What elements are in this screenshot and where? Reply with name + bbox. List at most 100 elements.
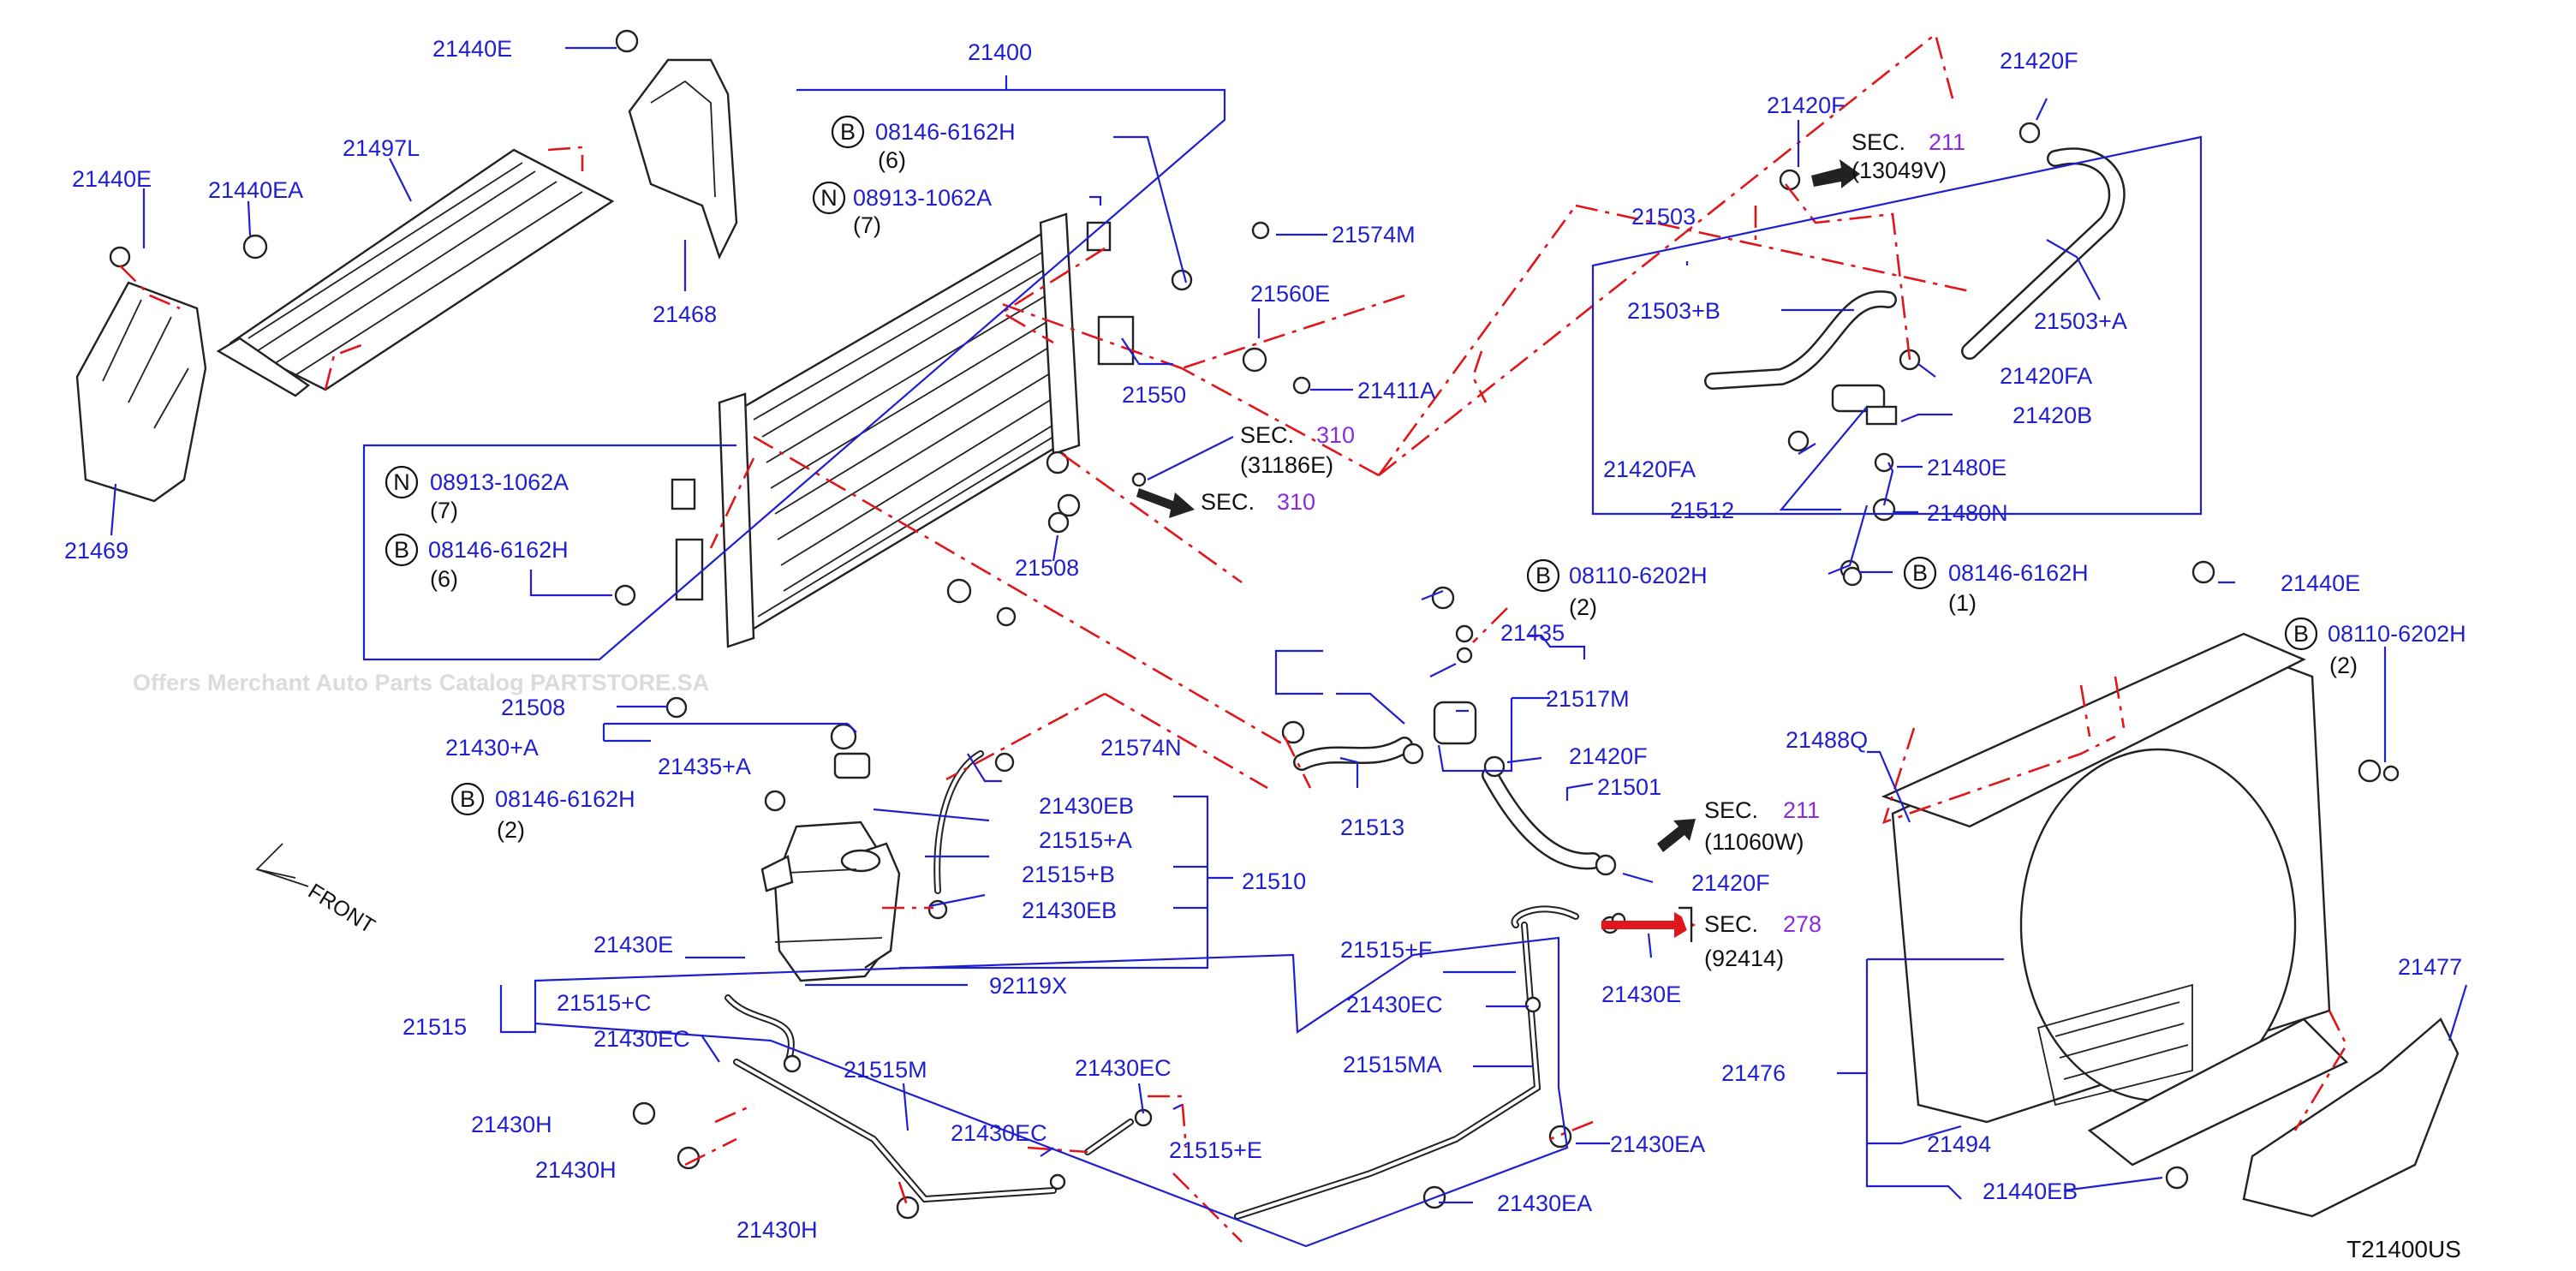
label-21420F-mid: 21420F <box>1569 743 1648 769</box>
label-21440E-top: 21440E <box>432 36 512 62</box>
label-21430EC-c: 21430EC <box>951 1120 1047 1146</box>
label-21477: 21477 <box>2398 954 2462 980</box>
nut-marker-text: N <box>393 469 410 495</box>
label-08146-6162H-left: 08146-6162H <box>428 537 569 563</box>
label-08110-6202H-mid: 08110-6202H <box>1569 563 1708 588</box>
label-21503-B: 21503+B <box>1627 298 1720 324</box>
label-21515-F: 21515+F <box>1340 937 1432 963</box>
label-21574M: 21574M <box>1332 222 1416 248</box>
part-labels: 21440E 21497L 21440E 21440EA 21468 21469… <box>64 36 2466 1262</box>
label-21430EA-b: 21430EA <box>1497 1190 1592 1216</box>
label-21430EC-d: 21430EC <box>1346 992 1443 1017</box>
label-21515-A: 21515+A <box>1039 827 1132 853</box>
label-21430E-b: 21430E <box>1601 982 1681 1007</box>
bolt-marker-text: B <box>1535 563 1551 588</box>
sec-code-13049V: (13049V) <box>1852 158 1947 183</box>
sec-number-310-a: 310 <box>1316 422 1355 448</box>
label-21501: 21501 <box>1597 774 1661 800</box>
label-21469: 21469 <box>64 538 128 564</box>
sec-label-278: SEC. <box>1704 911 1758 937</box>
label-21515M: 21515M <box>844 1057 927 1083</box>
label-08110-6202H-mid-qty: (2) <box>1569 594 1597 620</box>
fastener-markers: B N N B B B B B <box>385 115 2318 816</box>
label-21430E-a: 21430E <box>593 932 673 958</box>
label-08146-6162H-right-qty: (1) <box>1948 590 1977 616</box>
sec-code-31186E: (31186E) <box>1240 452 1333 478</box>
label-21430EC-b: 21430EC <box>1075 1055 1172 1081</box>
sec-code-11060W: (11060W) <box>1704 829 1804 855</box>
label-08110-6202H-right: 08110-6202H <box>2328 621 2466 647</box>
reservoir-tank <box>760 723 901 982</box>
sec-code-92414: (92414) <box>1704 946 1784 971</box>
label-21440EB: 21440EB <box>1983 1179 2078 1204</box>
label-21515: 21515 <box>402 1014 467 1040</box>
bolt-marker-text: B <box>394 537 409 563</box>
label-21435-A: 21435+A <box>658 754 751 779</box>
sec-number-211-mid: 211 <box>1783 797 1820 823</box>
sec-label-310-b: SEC. <box>1201 489 1255 515</box>
label-21515-C: 21515+C <box>557 990 651 1016</box>
label-21430EB-a: 21430EB <box>1039 793 1134 819</box>
bolt-marker-text: B <box>2293 621 2309 647</box>
label-21420FA-left: 21420FA <box>1603 456 1696 482</box>
label-08913-1062A-top: 08913-1062A <box>853 185 992 211</box>
label-21430EC-a: 21430EC <box>593 1026 690 1052</box>
label-21515-E: 21515+E <box>1169 1137 1262 1163</box>
bolt-marker-text: B <box>1912 560 1928 586</box>
label-21517M: 21517M <box>1546 686 1630 712</box>
radiator-core <box>671 212 1135 648</box>
label-21430H-a: 21430H <box>471 1112 552 1137</box>
nut-marker-text: N <box>820 185 838 211</box>
label-21440E-left: 21440E <box>72 166 152 192</box>
label-21420F-top: 21420F <box>2000 48 2078 74</box>
sec-number-278: 278 <box>1783 911 1822 937</box>
label-21476: 21476 <box>1721 1060 1786 1086</box>
label-21420F-upper: 21420F <box>1767 92 1846 118</box>
label-21560E: 21560E <box>1250 281 1330 307</box>
label-21515-B: 21515+B <box>1022 862 1115 887</box>
sec-label-211-top: SEC. <box>1852 129 1905 155</box>
label-21494: 21494 <box>1927 1131 1991 1157</box>
sec-number-310-b: 310 <box>1277 489 1315 515</box>
label-08146-6162H-top-qty: (6) <box>878 147 906 173</box>
hoses <box>724 147 2126 1220</box>
watermark: Offers Merchant Auto Parts Catalog PARTS… <box>133 670 709 695</box>
fan-shroud <box>1881 560 2460 1218</box>
label-08146-6162H-top: 08146-6162H <box>875 119 1016 145</box>
label-08146-6162H-tank: 08146-6162H <box>495 786 635 812</box>
label-21515MA: 21515MA <box>1343 1052 1442 1077</box>
front-label: FRONT <box>304 879 379 938</box>
label-21513: 21513 <box>1340 815 1404 840</box>
label-21430EA-a: 21430EA <box>1610 1131 1705 1157</box>
label-21480E: 21480E <box>1927 455 2007 480</box>
upper-air-guide-group <box>75 29 738 503</box>
label-21497L: 21497L <box>343 135 420 161</box>
label-21488Q: 21488Q <box>1786 727 1868 753</box>
label-08913-1062A-top-qty: (7) <box>853 212 881 238</box>
label-21430EB-b: 21430EB <box>1022 898 1117 923</box>
label-21430H-b: 21430H <box>535 1157 617 1183</box>
label-21440EA: 21440EA <box>208 177 303 203</box>
label-21503-A: 21503+A <box>2034 308 2127 334</box>
label-21435: 21435 <box>1500 620 1565 646</box>
label-08110-6202H-right-qty: (2) <box>2329 653 2358 678</box>
leader-lines <box>110 46 2468 1248</box>
label-21468: 21468 <box>653 301 717 327</box>
hose-clamps <box>614 122 2400 1220</box>
label-21550: 21550 <box>1122 382 1186 408</box>
diagram-code: T21400US <box>2346 1236 2461 1262</box>
label-21420FA-right: 21420FA <box>2000 363 2092 389</box>
label-08146-6162H-left-qty: (6) <box>430 566 458 592</box>
label-21411A: 21411A <box>1357 378 1435 403</box>
assembly-dash-lines <box>119 32 2348 1243</box>
front-arrow: FRONT <box>255 843 379 939</box>
label-21420B: 21420B <box>2012 403 2092 428</box>
label-21510: 21510 <box>1242 868 1306 894</box>
label-92119X: 92119X <box>989 973 1067 999</box>
label-21508-right: 21508 <box>1015 555 1079 581</box>
label-21430H-c: 21430H <box>736 1217 818 1243</box>
label-08146-6162H-tank-qty: (2) <box>497 817 525 843</box>
label-21420F-low: 21420F <box>1691 870 1770 896</box>
label-21508-left: 21508 <box>501 695 565 720</box>
sec-label-310-a: SEC. <box>1240 422 1294 448</box>
